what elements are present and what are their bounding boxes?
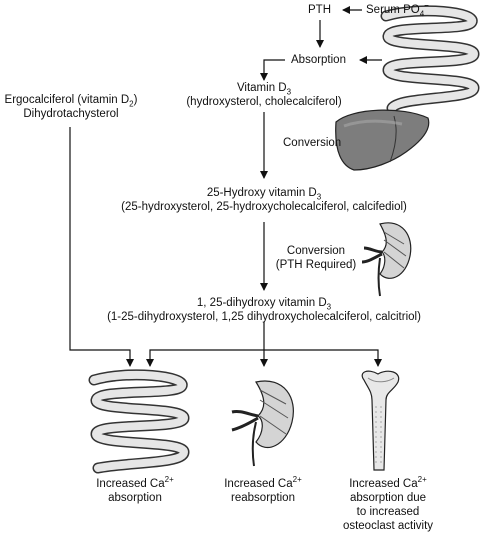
dihydroxy-to-intestine-arrow xyxy=(146,349,264,367)
absorption-label: Absorption xyxy=(291,54,346,66)
dihydroxy-to-bone-arrow xyxy=(264,349,382,367)
liver-image xyxy=(335,109,430,171)
ergo-to-intestine-arrow xyxy=(69,127,134,367)
kidney-bottom-image xyxy=(231,380,294,467)
bone-image xyxy=(361,370,400,471)
ergocalciferol-label: Ergocalciferol (vitamin D2) Dihydrotachy… xyxy=(4,94,138,120)
pth-label: PTH xyxy=(308,4,331,16)
hydroxy-vitamin-d3-label: 25-Hydroxy vitamin D3 (25-hydroxysterol,… xyxy=(121,187,407,213)
absorption-to-vitd3-arrow xyxy=(260,59,285,81)
intestine-outcome-label: Increased Ca2+ absorption xyxy=(96,475,174,504)
conversion-pth-label: Conversion (PTH Required) xyxy=(275,245,357,271)
kidney-outcome-label: Increased Ca2+ reabsorption xyxy=(224,475,302,504)
conversion-label-1: Conversion xyxy=(283,137,342,149)
vitamin-d3-label: Vitamin D3 (hydroxysterol, cholecalcifer… xyxy=(186,82,342,108)
dihydroxy-vitamin-d3-label: 1, 25-dihydroxy vitamin D3 (1-25-dihydro… xyxy=(107,297,421,323)
kidney-middle-image xyxy=(361,222,412,297)
intestine-bottom-image xyxy=(88,369,190,474)
intestine-top-image xyxy=(380,5,480,114)
bone-outcome-label: Increased Ca2+ absorption due to increas… xyxy=(342,475,434,532)
serum-po4-label: Serum PO4− xyxy=(366,1,429,19)
